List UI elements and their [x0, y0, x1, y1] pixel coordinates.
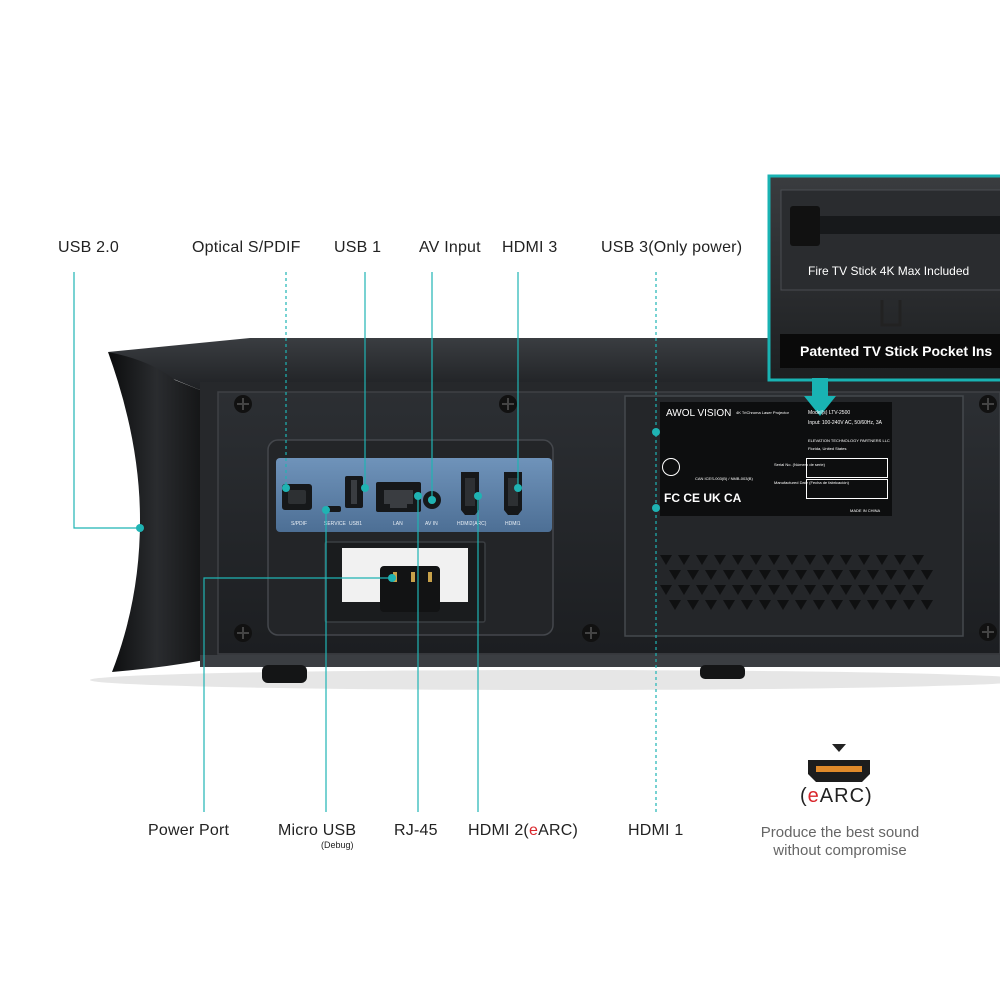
inset-title: Patented TV Stick Pocket Ins: [800, 343, 993, 359]
earc-tagline: Produce the best sound without compromis…: [740, 824, 940, 860]
date-box: [806, 479, 888, 499]
label-rj-45: RJ-45: [394, 822, 438, 839]
projector-side: [108, 352, 205, 672]
label-hdmi-3: HDMI 3: [502, 239, 558, 256]
micro-usb-port: [327, 506, 341, 512]
label-usb-3: USB 3(Only power): [601, 239, 743, 256]
label-hdmi-1: HDMI 1: [628, 822, 684, 839]
screws: [234, 395, 997, 642]
port-caption: AV IN: [425, 521, 438, 527]
serial-box: [806, 458, 888, 478]
earc-hdmi-icon: [808, 744, 870, 782]
leader-lines: [73, 272, 657, 812]
label-av-input: AV Input: [419, 239, 481, 256]
port-caption: LAN: [393, 521, 403, 527]
port-caption: HDMI1: [505, 521, 521, 527]
fire-tv-stick-icon: [790, 206, 820, 246]
label-micro-usb-note: (Debug): [321, 840, 354, 850]
label-power-port: Power Port: [148, 822, 230, 839]
laser-class-icon: [662, 458, 680, 476]
arrow-down-icon: [804, 378, 836, 416]
earc-tagline-line1: Produce the best sound: [760, 824, 920, 841]
leader-dots: [136, 428, 660, 582]
label-optical-spdif: Optical S/PDIF: [192, 239, 301, 256]
vent-grille: [660, 555, 933, 610]
earc-logo-text: (eARC): [800, 785, 873, 807]
earc-tagline-line2: without compromise: [773, 842, 907, 859]
port-caption: USB1: [349, 521, 362, 527]
port-caption: HDMI2(ARC): [457, 521, 487, 527]
port-caption: SERVICE: [324, 521, 347, 527]
inset-caption: Fire TV Stick 4K Max Included: [808, 264, 970, 278]
label-usb-2-0: USB 2.0: [58, 239, 119, 256]
label-usb-1: USB 1: [334, 239, 382, 256]
label-hdmi-2-earc: HDMI 2(eARC): [468, 822, 578, 839]
port-caption: S/PDIF: [291, 521, 307, 527]
label-micro-usb: Micro USB: [278, 822, 357, 839]
rating-label-plate: [660, 402, 892, 516]
